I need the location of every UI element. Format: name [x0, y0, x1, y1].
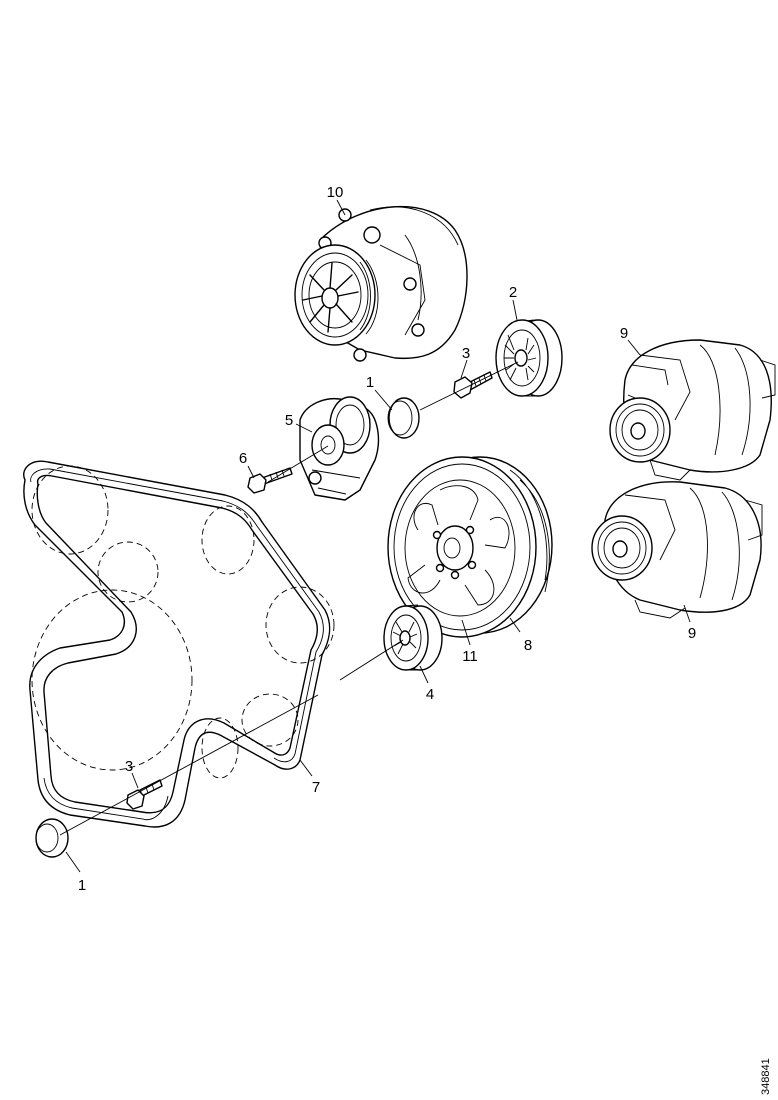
callout-1-upper: 1: [366, 374, 374, 391]
alternator-upper: [609, 339, 776, 481]
assembly-axes: [59, 361, 519, 836]
crankshaft-pulley: [387, 456, 553, 638]
callout-3-upper: 3: [462, 345, 470, 362]
washer-lower: [35, 818, 69, 858]
drive-belt: [23, 460, 331, 828]
callout-4: 4: [426, 686, 434, 703]
water-pump: [294, 205, 468, 362]
alternator-lower: [591, 481, 763, 619]
callouts: 10 2 3 1 5 6 9 9 8 11 4 7 3 1: [78, 184, 696, 894]
hidden-pulleys: [31, 465, 335, 779]
belt-tensioner: [299, 396, 380, 501]
callout-11: 11: [462, 648, 478, 665]
callout-6: 6: [239, 450, 247, 467]
callout-8: 8: [524, 637, 532, 654]
bolt-upper: [453, 371, 493, 399]
bolt-lower: [126, 779, 163, 810]
washer-upper: [387, 397, 420, 439]
reference-number: 348841: [760, 1058, 772, 1095]
callout-7: 7: [312, 779, 320, 796]
callout-9-lower: 9: [688, 625, 696, 642]
idler-pulley-upper: [495, 319, 563, 397]
callout-10: 10: [327, 184, 344, 201]
callout-leaders: [65, 199, 691, 873]
callout-1-lower: 1: [78, 877, 86, 894]
callout-2: 2: [509, 284, 517, 301]
callout-9-upper: 9: [620, 325, 628, 342]
idler-pulley-lower: [383, 604, 443, 671]
callout-5: 5: [285, 412, 293, 429]
callout-3-lower: 3: [125, 758, 133, 775]
